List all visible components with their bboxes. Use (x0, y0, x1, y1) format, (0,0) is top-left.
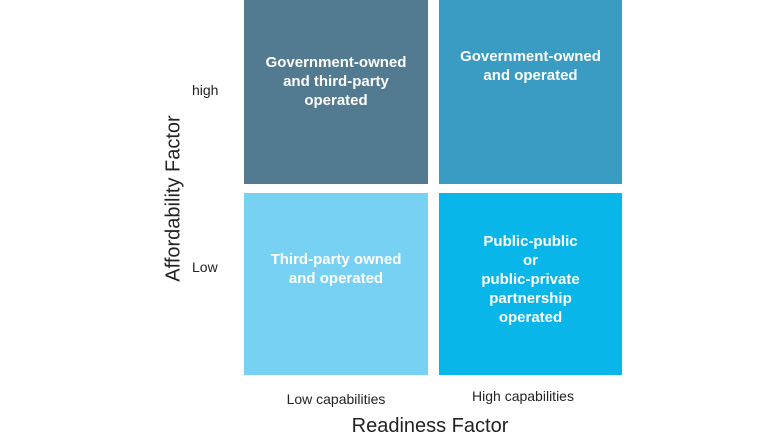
y-axis-title: Affordability Factor (162, 115, 185, 282)
quadrant-top-right-label: Government-owned and operated (460, 48, 601, 84)
x-tick-high: High capabilities (472, 388, 574, 404)
quadrant-bottom-left: Third-party owned and operated (244, 193, 428, 375)
y-tick-low: Low (192, 259, 218, 275)
quadrant-top-right: Government-owned and operated (439, 0, 622, 184)
x-axis-title: Readiness Factor (351, 415, 509, 437)
quadrant-bottom-left-label: Third-party owned and operated (270, 251, 402, 287)
quadrant-bottom-right-label: Public-public or public-private partners… (481, 232, 580, 326)
x-tick-low: Low capabilities (286, 391, 386, 407)
quadrant-bottom-right: Public-public or public-private partners… (439, 193, 622, 375)
quadrant-top-left: Government-owned and third-party operate… (244, 0, 428, 184)
y-tick-high: high (192, 82, 219, 98)
quadrant-top-left-label: Government-owned and third-party operate… (265, 53, 407, 109)
